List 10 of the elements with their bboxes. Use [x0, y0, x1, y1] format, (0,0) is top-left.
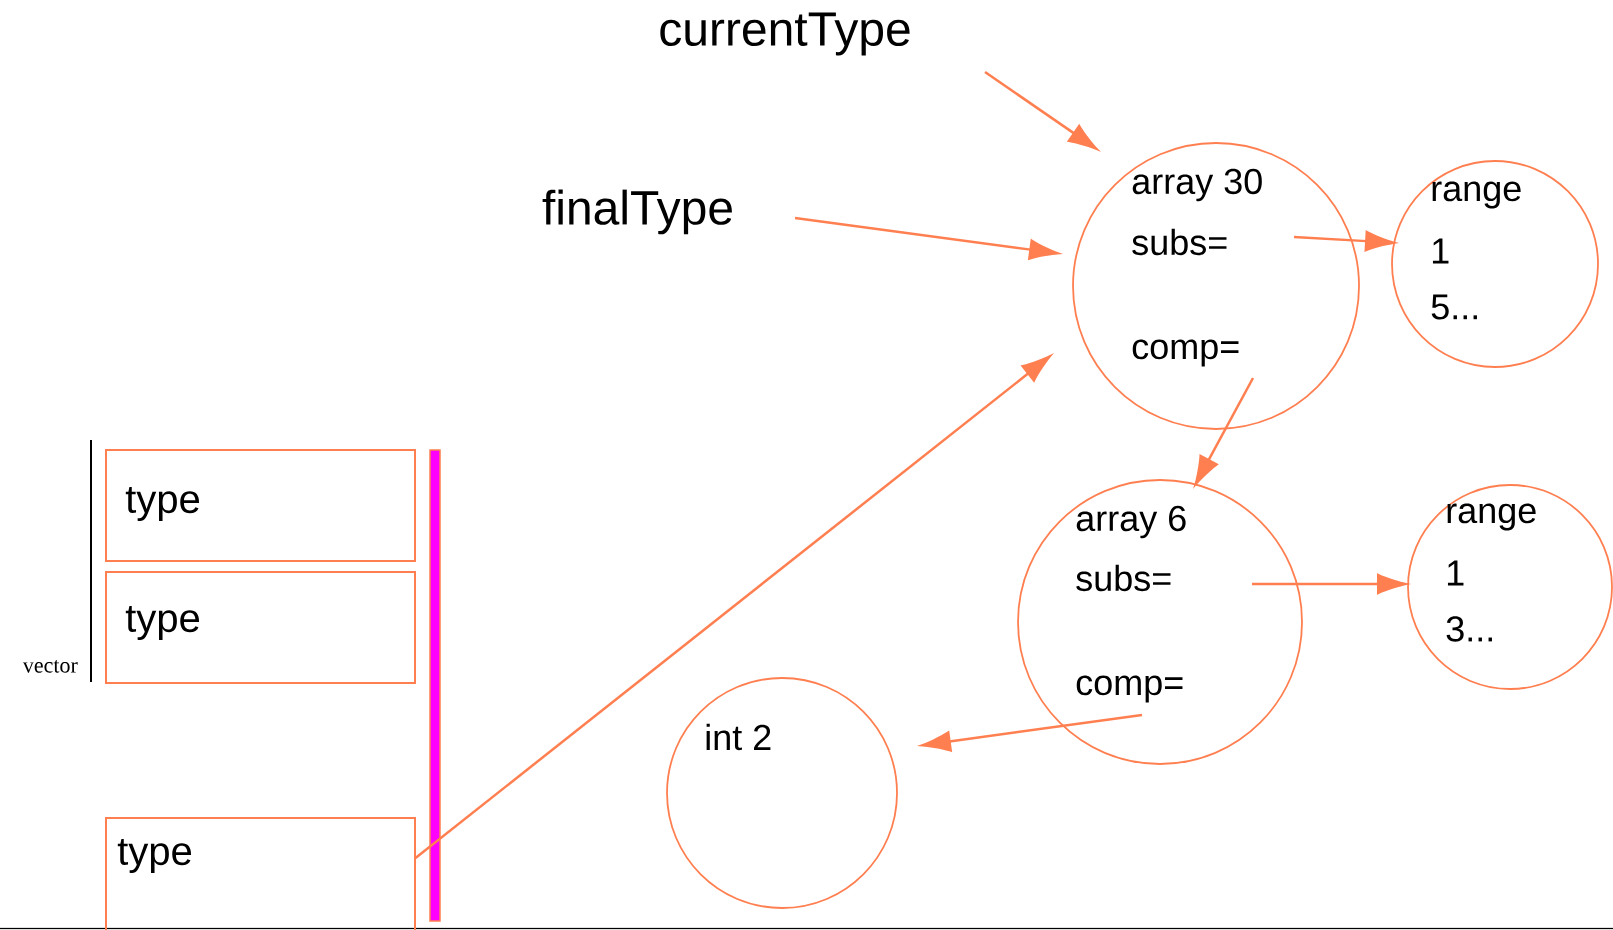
label-text: finalType [542, 189, 732, 235]
circle-node: range 1 5... [1391, 160, 1599, 368]
type-box: type [105, 817, 416, 930]
type-box: type [105, 449, 416, 562]
label-text: currentType [660, 12, 910, 56]
side-label: vector [22, 660, 78, 673]
circle-node: range 1 3... [1407, 484, 1613, 690]
type-box: type [105, 571, 416, 684]
arrow [1194, 377, 1255, 486]
circle-node: array 30 subs= comp= [1072, 142, 1360, 430]
